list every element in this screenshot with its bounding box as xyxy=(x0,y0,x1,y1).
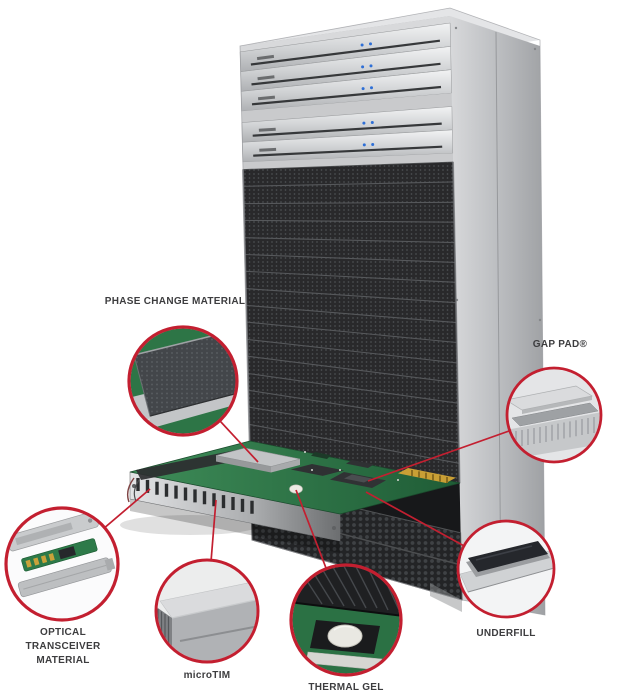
callout-label-optical-transceiver-material: OPTICAL TRANSCEIVER MATERIAL xyxy=(25,627,101,666)
callout-label-gap-pad: GAP PAD® xyxy=(532,339,588,350)
callout-circle-microtim xyxy=(154,558,260,664)
status-led-dots xyxy=(360,42,375,147)
callout-ring-thermal-gel xyxy=(289,563,403,677)
supervisor-blades xyxy=(239,22,454,170)
callout-ring-optical-transceiver xyxy=(4,506,120,622)
callout-ring-microtim xyxy=(154,558,260,664)
callout-ring-phase-change xyxy=(127,325,239,437)
callout-ring-underfill xyxy=(456,519,556,619)
line-card-slots xyxy=(242,161,461,484)
callout-label-microtim: microTIM xyxy=(183,670,231,681)
callout-circle-thermal-gel xyxy=(289,563,403,677)
callout-ring-gap-pad xyxy=(505,366,603,464)
callout-label-underfill: UNDERFILL xyxy=(476,628,536,639)
line-card xyxy=(120,440,461,553)
callout-circle-phase-change-material xyxy=(127,325,239,437)
callout-circle-optical-transceiver xyxy=(4,506,120,622)
callout-label-thermal-gel: THERMAL GEL xyxy=(308,682,384,693)
callout-circle-gap-pad xyxy=(505,366,603,464)
faceplate-ports xyxy=(136,478,254,514)
callout-circle-underfill xyxy=(456,519,556,619)
line-card-pcb xyxy=(129,440,461,515)
thermal-gel-dot xyxy=(289,484,303,494)
callout-label-phase-change-material: PHASE CHANGE MATERIAL xyxy=(104,296,246,307)
